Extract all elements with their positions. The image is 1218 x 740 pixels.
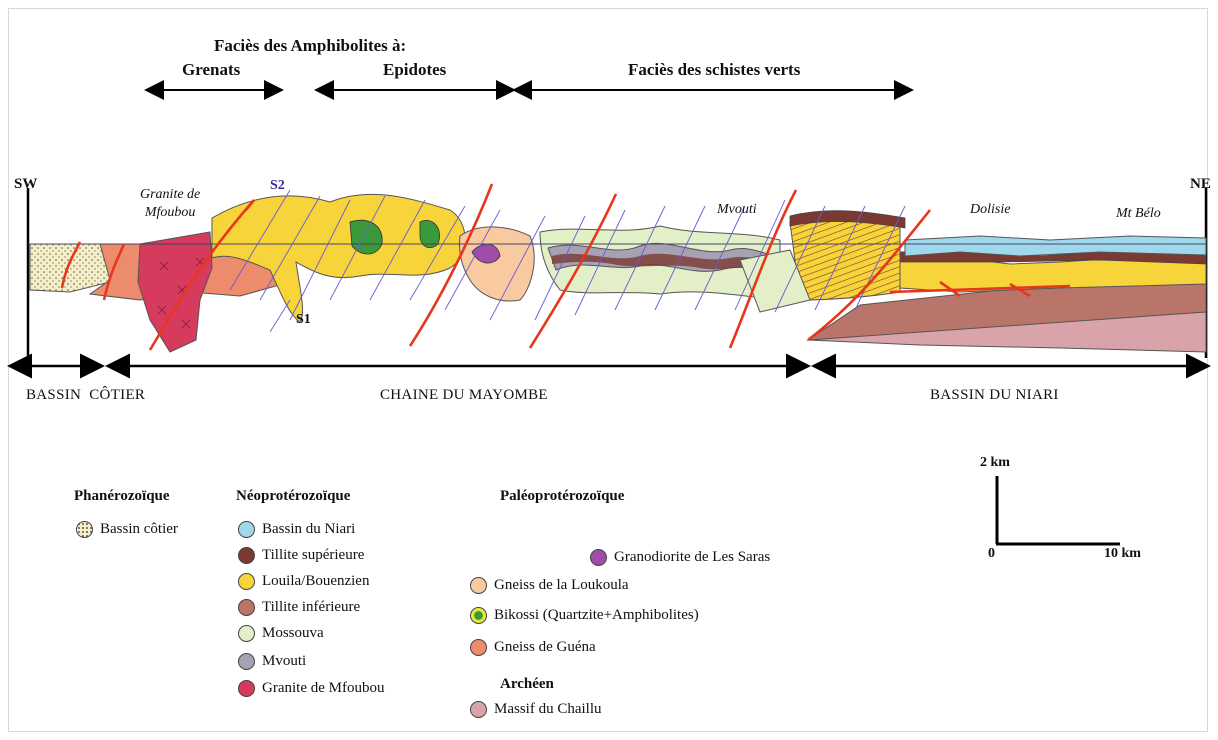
legend-label: Granite de Mfoubou: [262, 679, 385, 696]
label-mvouti: Mvouti: [717, 202, 757, 217]
swatch-tillite-sup: [238, 546, 255, 564]
mossouva-east: [739, 249, 811, 313]
legend-label: Massif du Chaillu: [494, 700, 602, 717]
legend-item-tillite-sup: Tillite supérieure: [238, 544, 364, 566]
legend-item-chaillu: Massif du Chaillu: [470, 698, 602, 720]
legend-label: Gneiss de la Loukoula: [494, 576, 629, 593]
legend-label: Louila/Bouenzien: [262, 572, 370, 589]
label-s1: S1: [296, 312, 311, 327]
legend-label: Tillite supérieure: [262, 546, 365, 563]
swatch-chaillu: [470, 700, 487, 718]
label-sw: SW: [14, 176, 38, 192]
legend-item-granite-mfoubou: Granite de Mfoubou: [238, 677, 384, 699]
swatch-granite-mfoubou: [238, 679, 255, 697]
swatch-louila: [238, 572, 255, 590]
domain-niari: BASSIN DU NIARI: [930, 387, 1059, 403]
legend-item-bassin-cotier: Bassin côtier: [76, 518, 178, 540]
swatch-tillite-inf: [238, 598, 255, 616]
legend-item-mvouti: Mvouti: [238, 650, 306, 672]
domain-bassin-cotier: BASSIN CÔTIER: [26, 387, 146, 403]
legend-group-paleoproterozoique: Paléoprotérozoïque: [500, 488, 625, 504]
legend-label: Bikossi (Quartzite+Amphibolites): [494, 606, 699, 623]
granite-crosses: [157, 257, 205, 329]
facies-grenats: Grenats: [182, 60, 241, 79]
legend-item-gneiss-guena: Gneiss de Guéna: [470, 636, 596, 658]
legend-group-neoproterozoique: Néoprotérozoïque: [236, 488, 351, 504]
swatch-gneiss-loukoula: [470, 576, 487, 594]
legend-item-bikossi: Bikossi (Quartzite+Amphibolites): [470, 604, 699, 626]
legend-item-gneiss-loukoula: Gneiss de la Loukoula: [470, 574, 629, 596]
gneiss-loukoula-unit: [459, 226, 535, 302]
tillite-sup-folds: [552, 253, 780, 270]
legend-label: Bassin côtier: [100, 520, 178, 537]
facies-schistes-verts: Faciès des schistes verts: [628, 60, 801, 79]
bassin-niari-unit: [904, 235, 1207, 257]
legend-label: Mvouti: [262, 652, 307, 669]
facies-epidotes: Epidotes: [383, 60, 447, 79]
swatch-bassin-cotier: [76, 520, 93, 538]
legend-group-phanerozoique: Phanérozoïque: [74, 488, 170, 504]
label-dolisie: Dolisie: [970, 202, 1011, 217]
swatch-gneiss-guena: [470, 638, 487, 656]
swatch-granodiorite: [590, 548, 607, 566]
legend-item-granodiorite: Granodiorite de Les Saras: [590, 546, 770, 568]
tillite-sup-cap: [789, 210, 906, 229]
scale-horizontal-label: 10 km: [1104, 546, 1141, 561]
domain-mayombe: CHAINE DU MAYOMBE: [380, 387, 548, 403]
legend-label: Gneiss de Guéna: [494, 638, 596, 655]
legend-item-mossouva: Mossouva: [238, 622, 324, 644]
scale-origin-label: 0: [988, 546, 995, 561]
facies-title: Faciès des Amphibolites à:: [214, 36, 407, 55]
label-mt-belo: Mt Bélo: [1116, 206, 1161, 221]
legend-label: Bassin du Niari: [262, 520, 356, 537]
legend-label: Tillite inférieure: [262, 598, 361, 615]
faults: [60, 183, 1071, 351]
label-ne: NE: [1190, 176, 1211, 192]
swatch-mvouti: [238, 652, 255, 670]
swatch-bassin-niari: [238, 520, 255, 538]
scale-vertical-label: 2 km: [980, 455, 1010, 470]
schistosity-lines: [229, 189, 906, 333]
legend-item-louila: Louila/Bouenzien: [238, 570, 369, 592]
legend-label: Mossouva: [262, 624, 324, 641]
swatch-mossouva: [238, 624, 255, 642]
legend-label: Granodiorite de Les Saras: [614, 548, 771, 565]
legend-group-archeen: Archéen: [500, 676, 554, 692]
bikossi-belt: [211, 193, 466, 323]
legend-item-bassin-niari: Bassin du Niari: [238, 518, 355, 540]
label-s2: S2: [270, 178, 285, 193]
label-granite-mfoubou: Granite de Mfoubou: [140, 187, 201, 220]
legend-item-tillite-inf: Tillite inférieure: [238, 596, 360, 618]
swatch-bikossi: [470, 606, 487, 624]
